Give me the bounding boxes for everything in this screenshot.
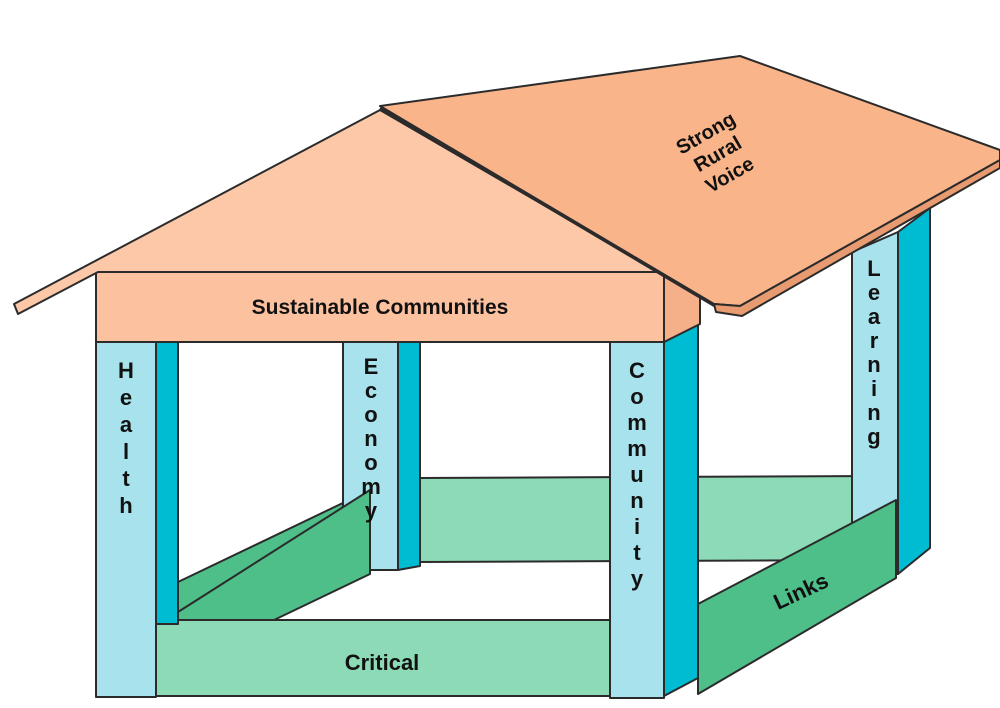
learning-pillar — [851, 231, 899, 575]
pillar-letter: a — [868, 304, 881, 329]
beam-label: Sustainable Communities — [252, 296, 509, 319]
community-pillar-side — [663, 323, 699, 697]
economy-pillar-side — [397, 341, 421, 571]
pillar-letter: n — [867, 352, 880, 377]
pillar-letter: t — [122, 466, 130, 491]
pillar-letter: t — [633, 540, 641, 565]
pillar-letter: h — [119, 493, 132, 518]
pillar-letter: o — [364, 450, 377, 475]
pillar-letter: y — [631, 566, 644, 591]
pillar-letter: u — [630, 462, 643, 487]
pillar-letter: c — [365, 378, 377, 403]
pillar-letter: l — [123, 439, 129, 464]
side-wall-left — [177, 489, 371, 631]
pillar-letter: n — [630, 488, 643, 513]
pillar-letter: n — [364, 426, 377, 451]
pillar-letter: m — [627, 410, 647, 435]
health-pillar-side — [155, 341, 179, 625]
pillar-letter: E — [364, 354, 379, 379]
critical-label: Critical — [345, 650, 420, 675]
pillar-letter: g — [867, 424, 880, 449]
pillar-letter: L — [867, 256, 880, 281]
pillar-letter: y — [365, 498, 378, 523]
pillar-letter: r — [870, 328, 879, 353]
pillar-letter: e — [868, 280, 880, 305]
pillar-letter: C — [629, 358, 645, 383]
pillar-letter: e — [120, 385, 132, 410]
pillar-letter: i — [634, 514, 640, 539]
pillar-letter: i — [871, 376, 877, 401]
pillar-letter: m — [627, 436, 647, 461]
sustainable-communities-beam — [95, 271, 665, 343]
pillar-letter: m — [361, 474, 381, 499]
pillar-letter: o — [364, 402, 377, 427]
learning-pillar-side — [897, 207, 931, 575]
pillar-letter: o — [630, 384, 643, 409]
pillar-letter: H — [118, 358, 134, 383]
pillar-letter: n — [867, 400, 880, 425]
roof-side-edge — [713, 159, 1000, 317]
pillar-letter: a — [120, 412, 133, 437]
roof-ridge — [379, 107, 715, 307]
